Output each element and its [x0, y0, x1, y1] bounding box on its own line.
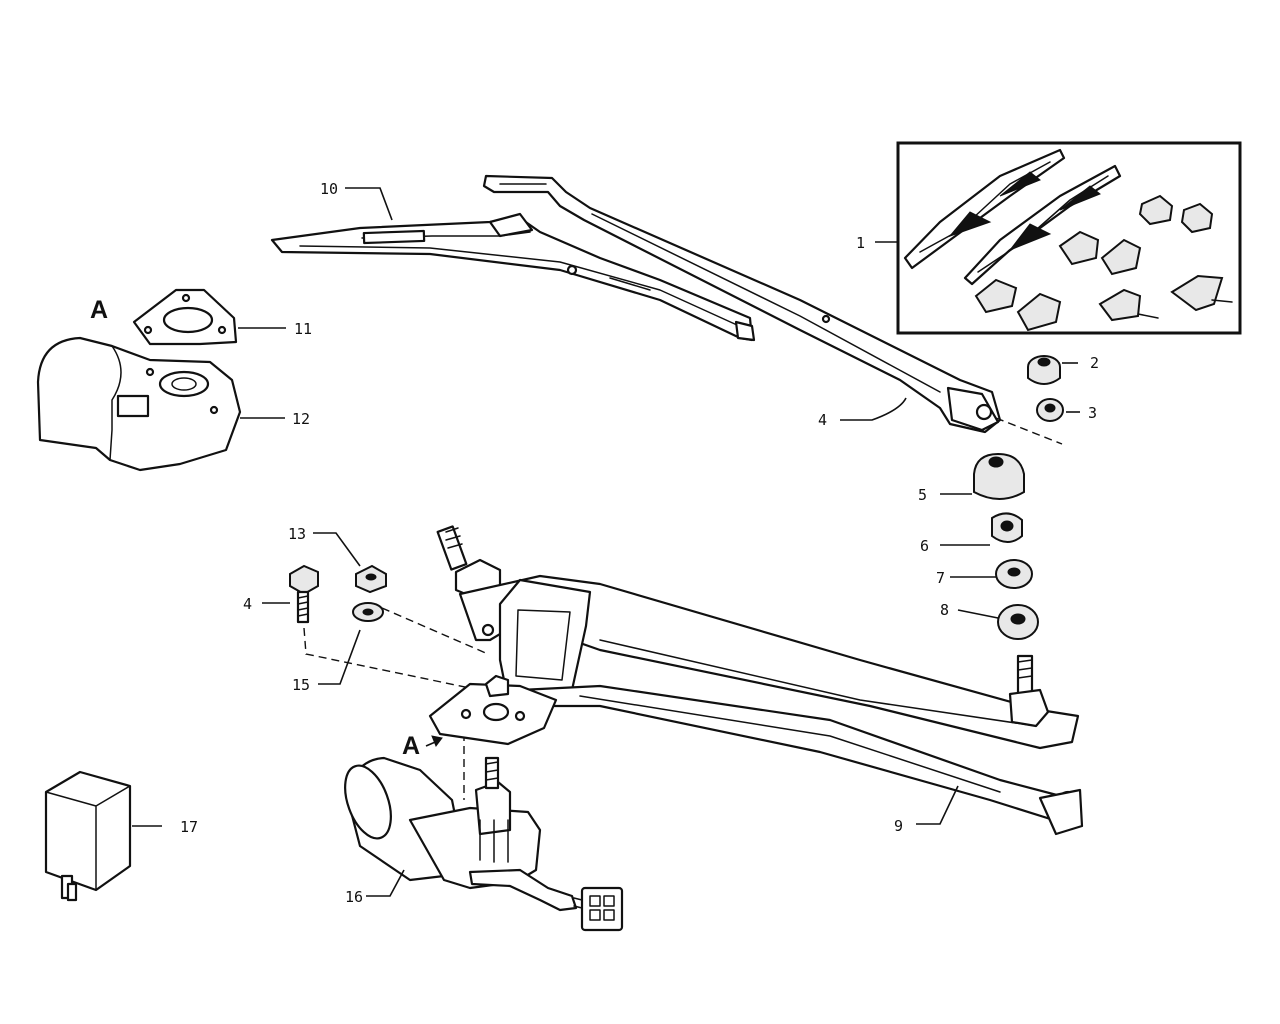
callout-10: 10	[320, 180, 338, 198]
washer	[352, 602, 384, 622]
callout-leaders	[132, 187, 1080, 897]
view-arrow-letter: A	[402, 732, 420, 760]
callout-11: 11	[294, 320, 312, 338]
arm-spindle-dash-line	[995, 417, 1063, 445]
wiper-relay	[44, 770, 132, 902]
callout-6: 6	[920, 537, 929, 555]
washer-alignment-dash	[381, 607, 489, 655]
callout-12: 12	[292, 410, 310, 428]
spindle-nut-8	[997, 604, 1039, 640]
callout-1: 1	[856, 234, 865, 252]
wiper-linkage	[428, 525, 1084, 836]
wiper-motor	[344, 756, 624, 932]
callout-5: 5	[918, 486, 927, 504]
spindle-washer-7	[995, 559, 1033, 589]
motor-cover	[36, 336, 242, 472]
callout-4-bolt: 4	[243, 595, 252, 613]
callout-8: 8	[940, 601, 949, 619]
callout-7: 7	[936, 569, 945, 587]
callout-3: 3	[1088, 404, 1097, 422]
spindle-washer	[1036, 398, 1064, 422]
spindle-seal-6	[991, 512, 1023, 543]
view-arrow-head	[431, 735, 443, 748]
callout-4-arm: 4	[818, 411, 827, 429]
callout-17: 17	[180, 818, 198, 836]
wiper-arm	[482, 174, 1002, 434]
motor-cover-gasket	[132, 288, 238, 346]
blade-clip-kit	[896, 141, 1242, 335]
callout-15: 15	[292, 676, 310, 694]
callout-13: 13	[288, 525, 306, 543]
spindle-rubber-boot	[973, 452, 1025, 500]
callout-2: 2	[1090, 354, 1099, 372]
detail-view-letter: A	[90, 296, 108, 324]
wiper-blade	[270, 212, 756, 342]
spindle-nut	[1027, 355, 1061, 385]
hex-nut	[355, 564, 387, 594]
hex-bolt	[289, 564, 319, 624]
callout-16: 16	[345, 888, 363, 906]
bolt-alignment-dash	[303, 627, 471, 689]
callout-9: 9	[894, 817, 903, 835]
